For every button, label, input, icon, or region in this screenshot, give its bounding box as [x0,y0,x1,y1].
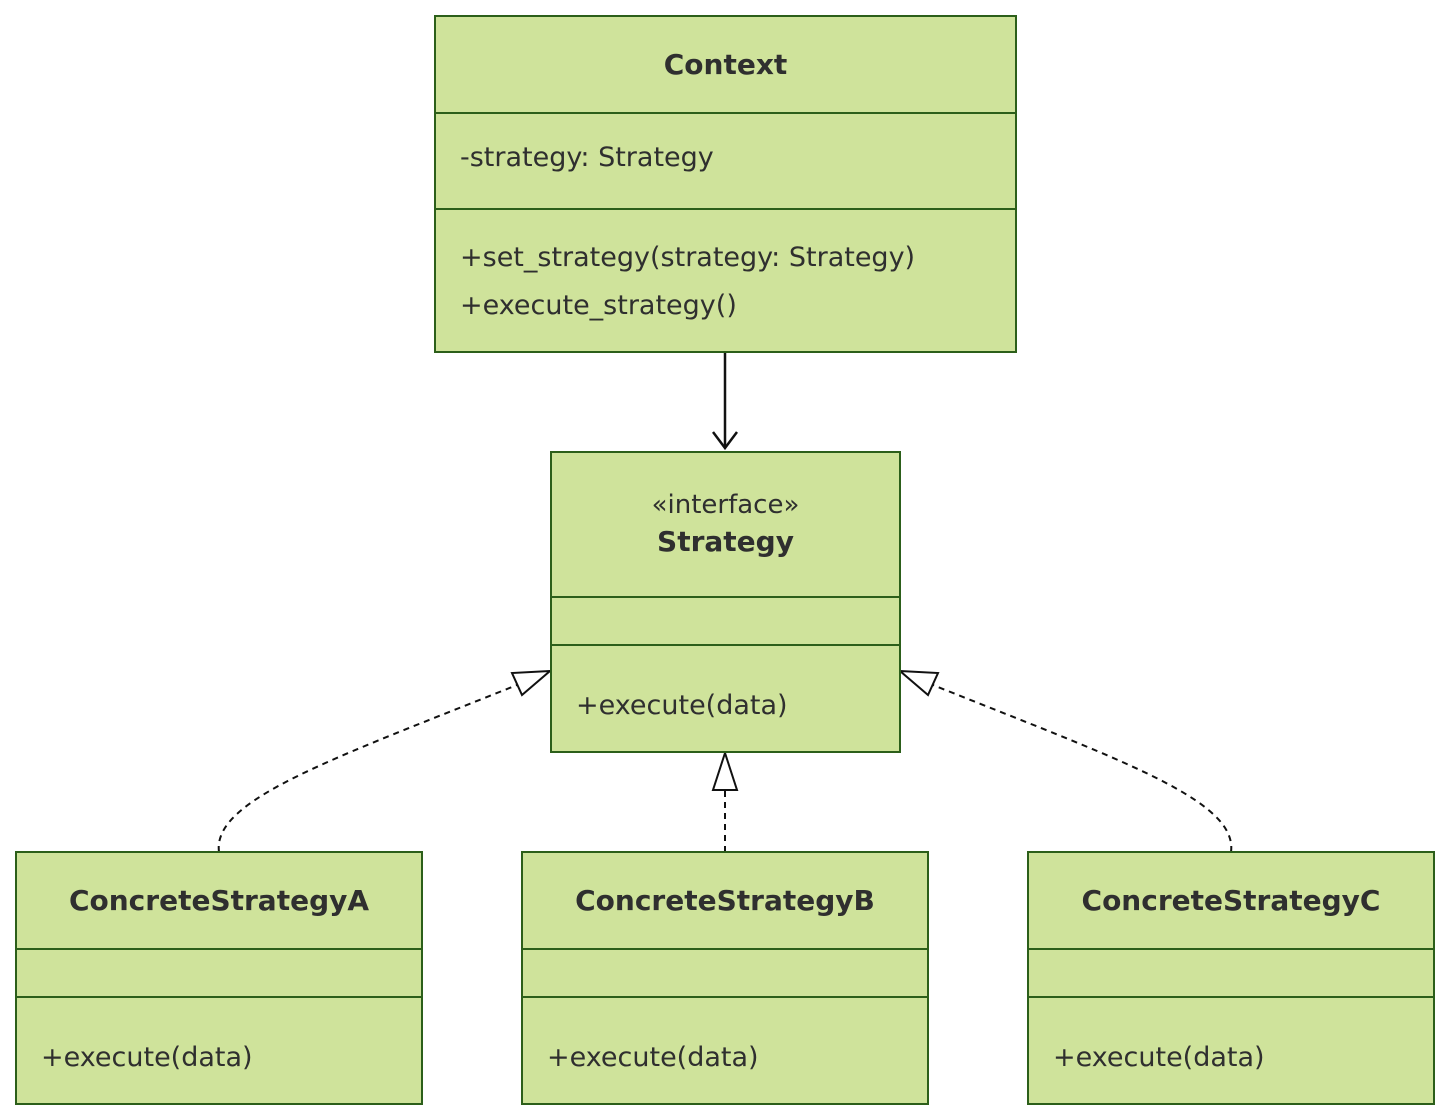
class-concrete-strategy-b[interactable]: ConcreteStrategyB +execute(data) [521,851,929,1105]
class-name-context: Context [663,47,788,81]
class-name-concrete-a: ConcreteStrategyA [68,883,370,917]
realization-arrowhead-a [510,669,553,697]
methods-compartment: +execute(data) [1029,998,1433,1103]
class-name-concrete-b: ConcreteStrategyB [575,883,875,917]
method-set-strategy: +set_strategy(strategy: Strategy) [460,242,916,273]
class-name-compartment: ConcreteStrategyA [17,853,421,950]
method-execute: +execute(data) [547,1042,759,1073]
class-name-compartment: Context [436,17,1015,114]
attributes-compartment [523,950,927,998]
stereotype-label: «interface» [651,489,800,520]
class-strategy-interface[interactable]: «interface» Strategy +execute(data) [550,451,901,753]
attributes-compartment: -strategy: Strategy [436,114,1015,210]
realization-edge-c [927,682,1233,853]
methods-compartment: +execute(data) [523,998,927,1103]
method-execute-strategy: +execute_strategy() [460,290,737,321]
class-name-compartment: «interface» Strategy [552,453,899,598]
attributes-compartment [1029,950,1433,998]
attribute-strategy: -strategy: Strategy [460,142,714,173]
method-execute: +execute(data) [41,1042,253,1073]
class-name-compartment: ConcreteStrategyC [1029,853,1433,950]
attributes-compartment [552,598,899,646]
method-execute: +execute(data) [576,690,788,721]
class-concrete-strategy-c[interactable]: ConcreteStrategyC +execute(data) [1027,851,1435,1105]
realization-arrowhead-b [711,749,739,791]
class-context[interactable]: Context -strategy: Strategy +set_strateg… [434,15,1017,353]
realization-arrowhead-c [897,669,940,697]
methods-compartment: +execute(data) [17,998,421,1103]
method-execute: +execute(data) [1053,1042,1265,1073]
realization-edge-a [217,682,523,853]
class-concrete-strategy-a[interactable]: ConcreteStrategyA +execute(data) [15,851,423,1105]
class-name-compartment: ConcreteStrategyB [523,853,927,950]
class-name-concrete-c: ConcreteStrategyC [1081,883,1381,917]
methods-compartment: +set_strategy(strategy: Strategy) +execu… [436,210,1015,351]
methods-compartment: +execute(data) [552,646,899,751]
class-name-strategy: Strategy [657,524,794,558]
attributes-compartment [17,950,421,998]
association-arrowhead [712,431,738,451]
